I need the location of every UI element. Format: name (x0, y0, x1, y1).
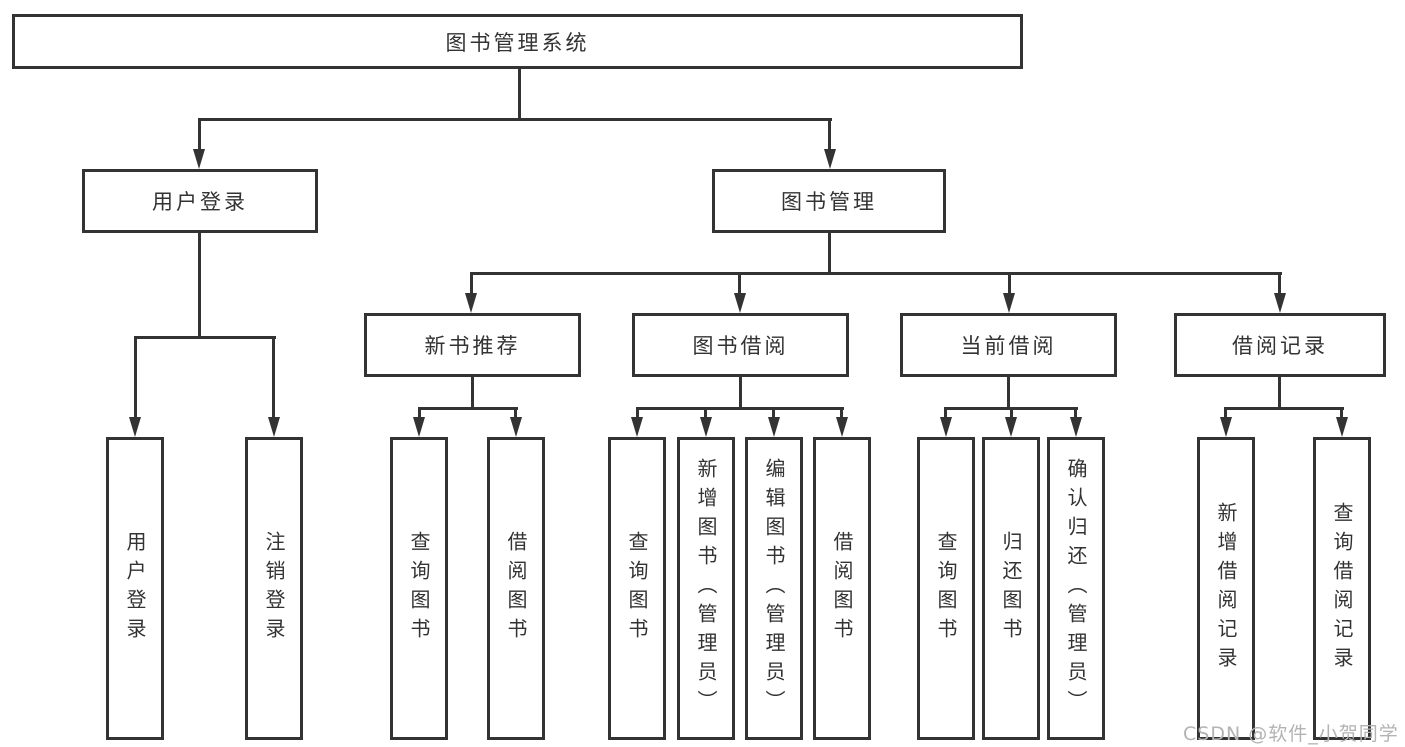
arrow-down-icon (510, 417, 522, 437)
arrow-down-icon (824, 149, 836, 169)
connector-book-borrow-bus (636, 407, 844, 410)
leaf-query-books-current: 查询图书 (917, 437, 975, 740)
connector-borrow-records-bus (1224, 407, 1344, 410)
connector-user-login-stub (198, 233, 201, 339)
leaf-logout: 注销登录 (245, 437, 303, 740)
connector-root-bus (198, 118, 832, 121)
leaf-query-books-recommend: 查询图书 (390, 437, 448, 740)
connector-drop-leaf (514, 407, 517, 418)
leaf-query-books-borrow: 查询图书 (608, 437, 666, 740)
arrow-down-icon (1070, 417, 1082, 437)
connector-current-borrow-stub (1007, 377, 1010, 410)
leaf-edit-book-admin: 编辑图书（管理员） (745, 437, 803, 740)
leaf-edit-book-admin-label: 编辑图书（管理员） (762, 458, 786, 719)
connector-drop-user-login (198, 118, 201, 150)
connector-drop-leaf (772, 407, 775, 418)
leaf-borrow-books-recommend-label: 借阅图书 (504, 530, 528, 647)
arrow-down-icon (734, 293, 746, 313)
connector-new-book-bus (418, 407, 518, 410)
leaf-borrow-books: 借阅图书 (813, 437, 871, 740)
connector-drop-leaf (418, 407, 421, 418)
connector-drop-leaf (134, 336, 137, 418)
leaf-user-login-label: 用户登录 (123, 530, 147, 647)
leaf-query-books-borrow-label: 查询图书 (625, 530, 649, 647)
node-user-login-label: 用户登录 (152, 190, 248, 214)
leaf-add-book-admin-label: 新增图书（管理员） (694, 458, 718, 719)
leaf-query-borrow-record: 查询借阅记录 (1313, 437, 1371, 740)
connector-drop-leaf (272, 336, 275, 418)
node-book-borrow: 图书借阅 (632, 313, 849, 377)
leaf-query-books-current-label: 查询图书 (934, 530, 958, 647)
node-new-book-recommend-label: 新书推荐 (424, 334, 521, 358)
arrow-down-icon (193, 149, 205, 169)
arrow-down-icon (700, 417, 712, 437)
leaf-return-books-label: 归还图书 (999, 530, 1023, 647)
arrow-down-icon (631, 417, 643, 437)
node-book-management-label: 图书管理 (781, 190, 877, 214)
connector-drop-book-borrow (738, 272, 741, 293)
connector-book-borrow-stub (739, 377, 742, 410)
leaf-query-books-recommend-label: 查询图书 (407, 530, 431, 647)
connector-user-login-bus (134, 336, 276, 339)
node-current-borrow: 当前借阅 (900, 313, 1117, 377)
node-library-management-system-label: 图书管理系统 (445, 30, 590, 55)
csdn-watermark: CSDN @软件_小贺同学 (1183, 723, 1399, 745)
connector-drop-leaf (1224, 407, 1227, 418)
arrow-down-icon (268, 417, 280, 437)
leaf-user-login: 用户登录 (106, 437, 164, 740)
connector-drop-leaf (636, 407, 639, 418)
leaf-borrow-books-recommend: 借阅图书 (487, 437, 545, 740)
connector-drop-new-book (470, 272, 473, 293)
leaf-confirm-return-admin-label: 确认归还（管理员） (1064, 458, 1088, 719)
node-library-management-system: 图书管理系统 (12, 14, 1023, 69)
connector-root-stub (518, 69, 521, 121)
leaf-add-borrow-record: 新增借阅记录 (1197, 437, 1255, 740)
leaf-add-book-admin: 新增图书（管理员） (677, 437, 735, 740)
connector-drop-leaf (1010, 407, 1013, 418)
leaf-query-borrow-record-label: 查询借阅记录 (1330, 501, 1354, 676)
connector-book-management-stub (828, 233, 831, 275)
node-borrow-records-label: 借阅记录 (1232, 334, 1328, 358)
arrow-down-icon (413, 417, 425, 437)
leaf-return-books: 归还图书 (982, 437, 1040, 740)
arrow-down-icon (1336, 417, 1348, 437)
connector-drop-leaf (704, 407, 707, 418)
leaf-logout-label: 注销登录 (262, 530, 286, 647)
arrow-down-icon (465, 293, 477, 313)
leaf-borrow-books-label: 借阅图书 (830, 530, 854, 647)
node-user-login: 用户登录 (82, 169, 318, 233)
connector-drop-borrow-records (1278, 272, 1281, 293)
leaf-confirm-return-admin: 确认归还（管理员） (1047, 437, 1105, 740)
node-new-book-recommend: 新书推荐 (364, 313, 581, 377)
connector-drop-current-borrow (1008, 272, 1011, 293)
connector-new-book-stub (471, 377, 474, 410)
connector-borrow-records-stub (1278, 377, 1281, 410)
connector-drop-book-management (828, 118, 831, 150)
node-book-borrow-label: 图书借阅 (692, 334, 789, 358)
connector-drop-leaf (1074, 407, 1077, 418)
arrow-down-icon (940, 417, 952, 437)
node-book-management: 图书管理 (712, 169, 946, 233)
connector-drop-leaf (1340, 407, 1343, 418)
connector-drop-leaf (944, 407, 947, 418)
node-current-borrow-label: 当前借阅 (960, 334, 1057, 358)
connector-drop-leaf (840, 407, 843, 418)
connector-book-management-bus (470, 272, 1282, 275)
arrow-down-icon (1220, 417, 1232, 437)
arrow-down-icon (836, 417, 848, 437)
arrow-down-icon (1003, 293, 1015, 313)
node-borrow-records: 借阅记录 (1174, 313, 1386, 377)
arrow-down-icon (768, 417, 780, 437)
leaf-add-borrow-record-label: 新增借阅记录 (1214, 501, 1238, 676)
arrow-down-icon (129, 417, 141, 437)
arrow-down-icon (1274, 293, 1286, 313)
arrow-down-icon (1005, 417, 1017, 437)
